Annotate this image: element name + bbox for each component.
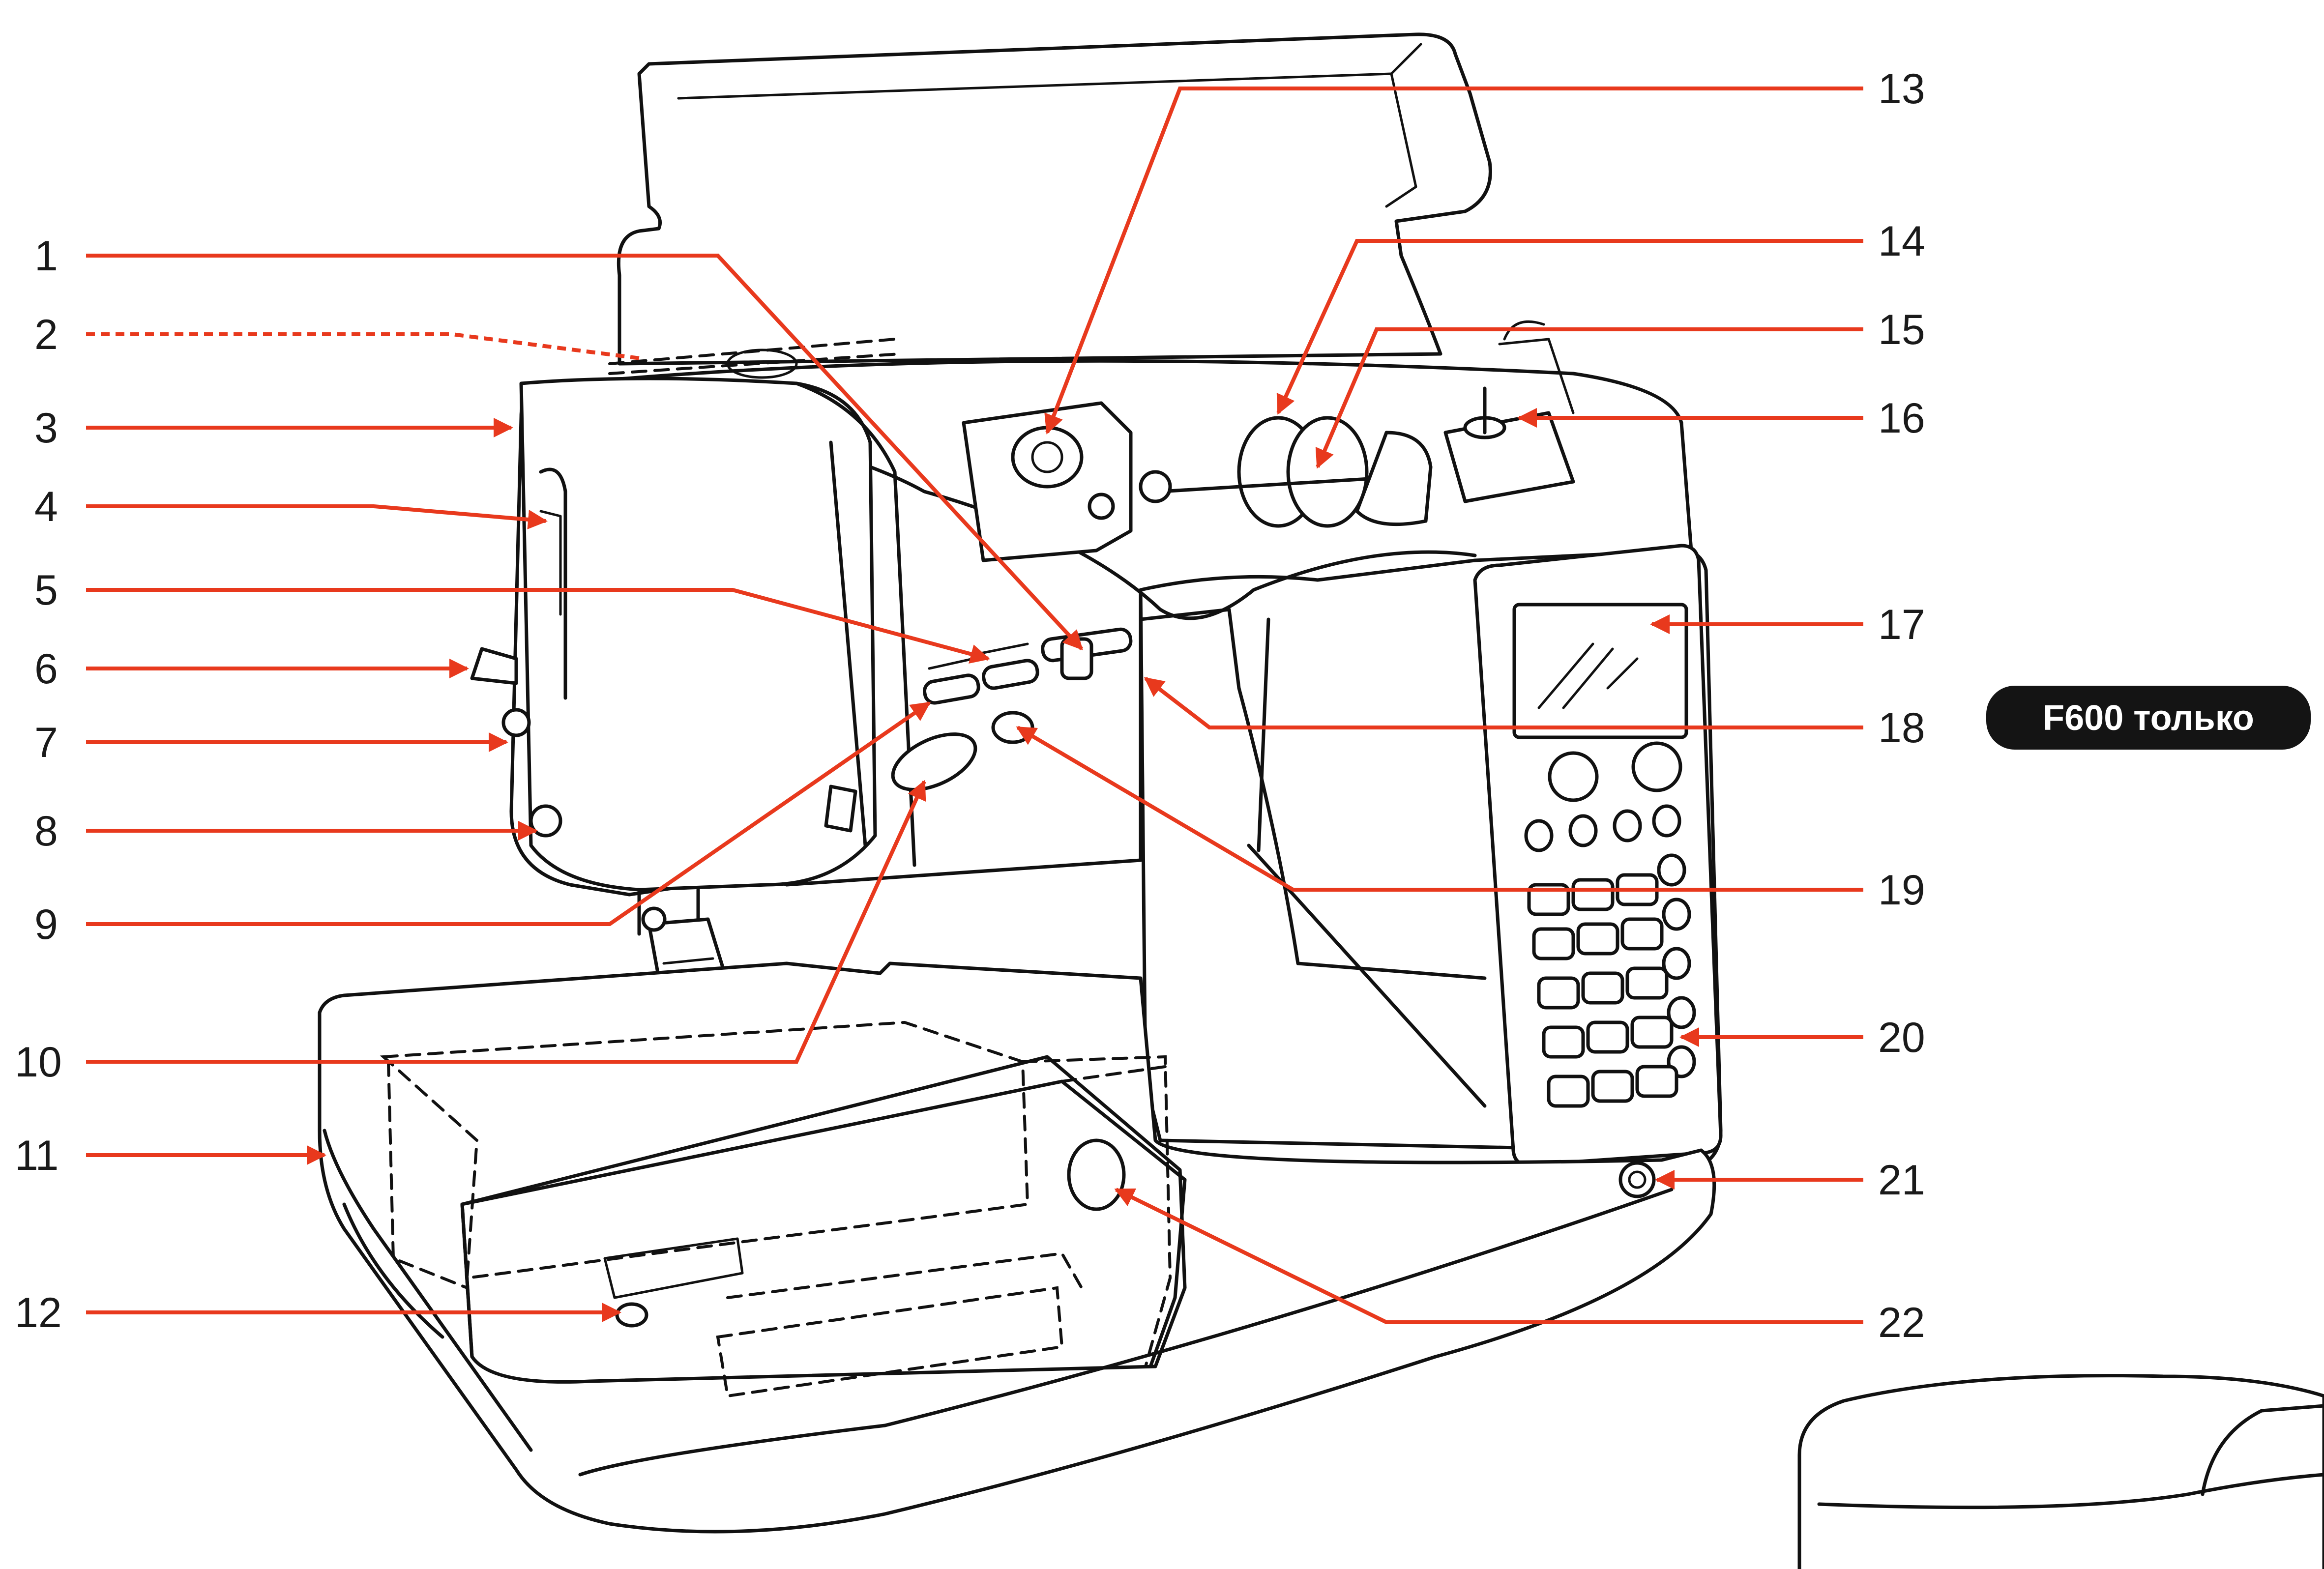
callout-5: 5 (34, 567, 58, 614)
callout-3: 3 (34, 405, 58, 452)
callout-numbers: 1 2 3 4 5 6 7 8 9 10 11 12 13 14 15 16 1… (15, 65, 1925, 1346)
callout-20: 20 (1878, 1014, 1925, 1061)
callout-16: 16 (1878, 395, 1925, 442)
callout-1: 1 (34, 232, 58, 280)
callout-9: 9 (34, 901, 58, 948)
machine-illustration (318, 32, 2324, 1569)
callout-8: 8 (34, 808, 58, 855)
callout-6: 6 (34, 645, 58, 693)
callout-21: 21 (1878, 1157, 1925, 1204)
callout-10: 10 (15, 1039, 62, 1086)
callout-11: 11 (15, 1132, 59, 1179)
extension-table-partial (1797, 1374, 2324, 1569)
callout-15: 15 (1878, 306, 1925, 353)
callout-7: 7 (34, 719, 58, 766)
model-badge: F600 только (1986, 686, 2311, 750)
callout-18: 18 (1878, 704, 1925, 752)
free-arm-base (318, 961, 1716, 1534)
callout-14: 14 (1878, 218, 1925, 265)
callout-4: 4 (34, 483, 58, 530)
callout-22: 22 (1878, 1299, 1925, 1346)
top-cover (617, 32, 1492, 366)
callout-19: 19 (1878, 867, 1925, 914)
callout-leaders (86, 87, 1863, 1324)
callout-13: 13 (1878, 65, 1925, 113)
callout-12: 12 (15, 1289, 62, 1337)
callout-2: 2 (34, 311, 58, 358)
model-badge-label: F600 только (2043, 698, 2254, 738)
callout-17: 17 (1878, 601, 1925, 648)
